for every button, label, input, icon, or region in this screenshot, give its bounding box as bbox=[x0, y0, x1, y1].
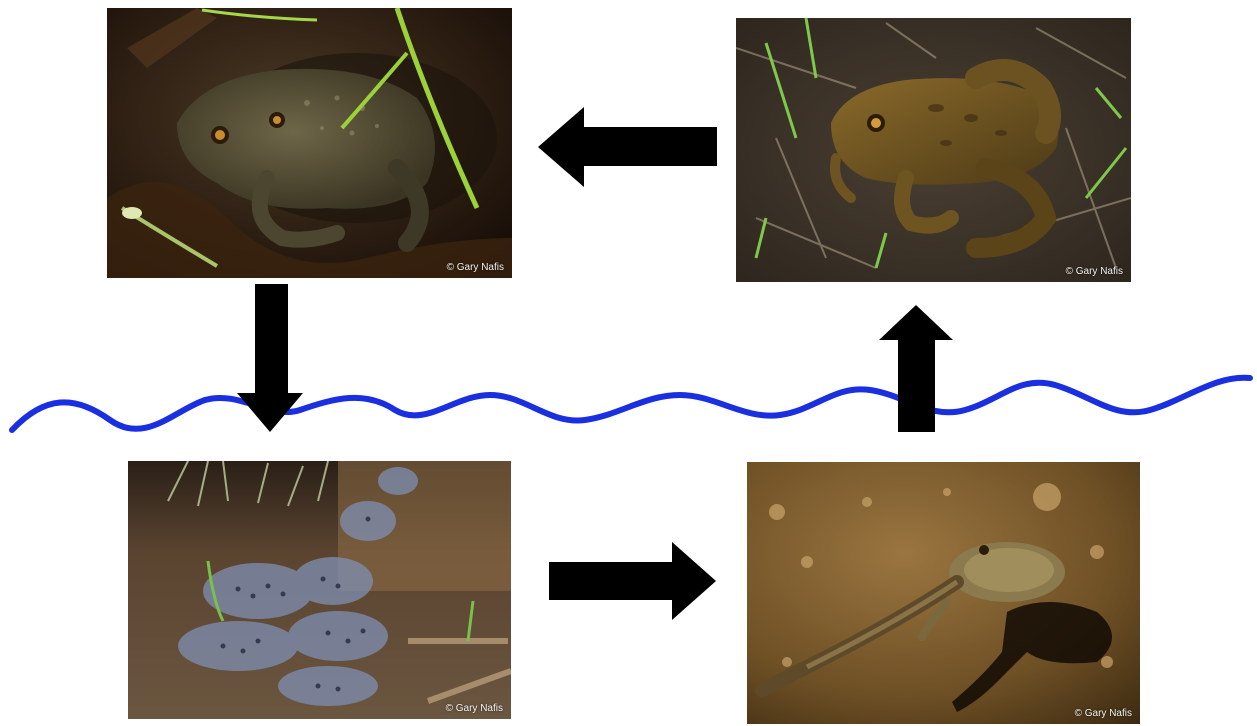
photo-adult-frog-water: © Gary Nafis bbox=[107, 8, 512, 278]
photo-juvenile-frog-ground: © Gary Nafis bbox=[736, 18, 1131, 282]
photo-frog-eggs: © Gary Nafis bbox=[128, 461, 511, 719]
arrow-left-icon bbox=[538, 107, 717, 187]
photo-credit: © Gary Nafis bbox=[1066, 266, 1123, 277]
waterline-wave bbox=[12, 378, 1250, 430]
photo-credit: © Gary Nafis bbox=[447, 262, 504, 273]
arrow-right-icon bbox=[549, 542, 716, 620]
photo-credit: © Gary Nafis bbox=[1075, 708, 1132, 719]
arrow-up-icon bbox=[879, 305, 953, 432]
arrow-down-icon bbox=[237, 284, 303, 432]
photo-tadpole: © Gary Nafis bbox=[747, 462, 1140, 724]
photo-credit: © Gary Nafis bbox=[446, 703, 503, 714]
